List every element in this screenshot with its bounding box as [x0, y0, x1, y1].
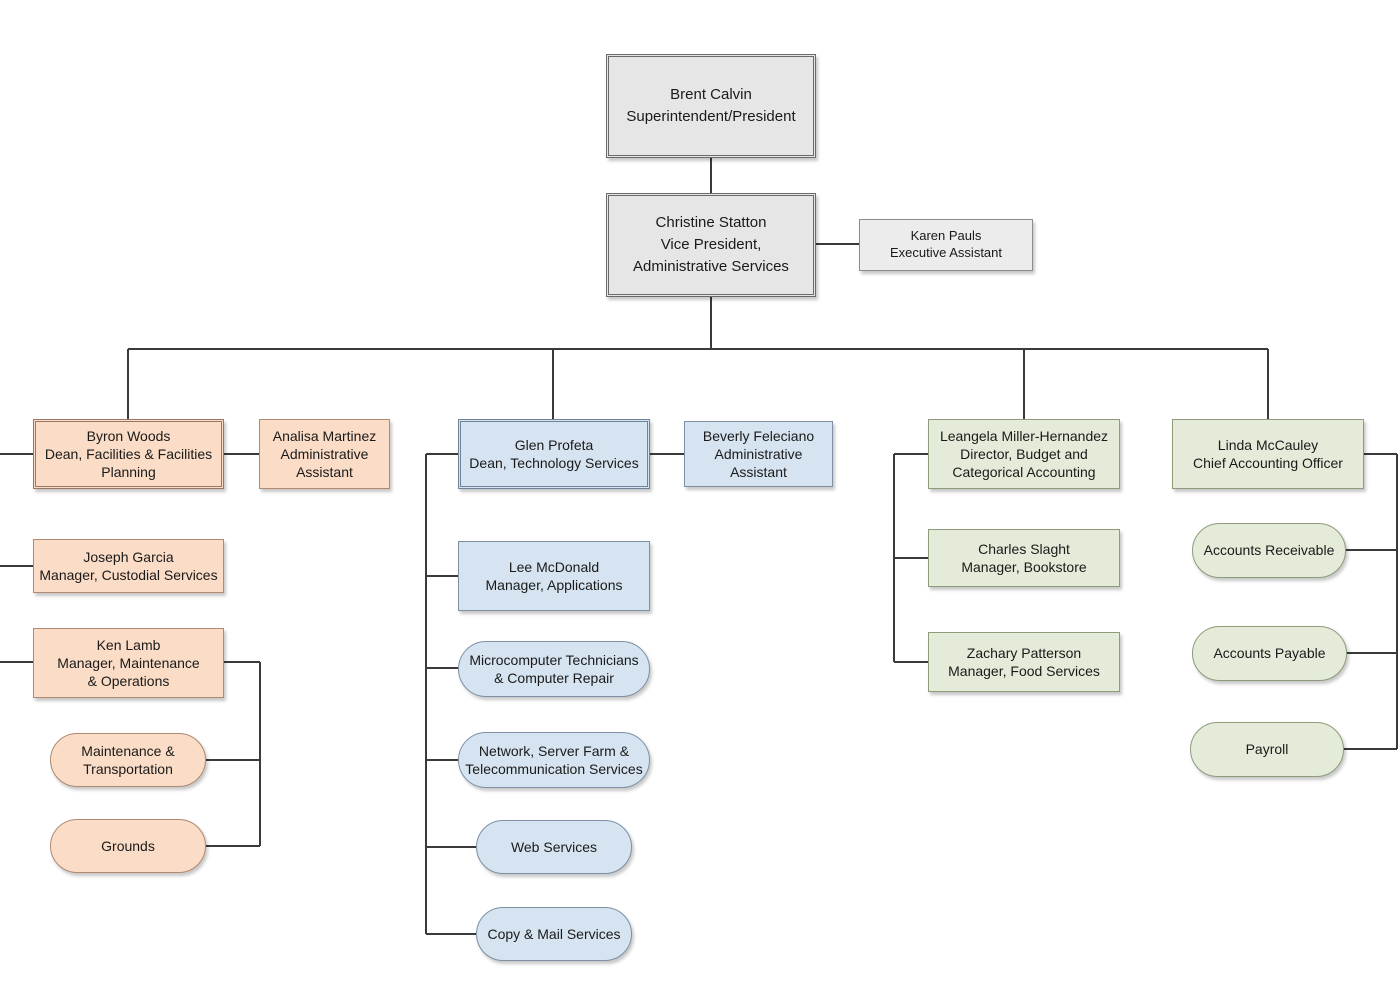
applications-manager-name: Lee McDonald — [508, 558, 600, 575]
maintenance-manager-name: Ken Lamb — [96, 636, 161, 653]
executive-assistant-title: Executive Assistant — [890, 245, 1002, 260]
facilities-dean-title: Dean, Facilities & Facilities — [44, 445, 213, 462]
custodial-manager-name: Joseph Garcia — [83, 548, 174, 565]
web-services-unit: Web Services — [476, 820, 632, 874]
bookstore-manager-name: Charles Slaght — [978, 540, 1070, 557]
facilities-assistant-title: Assistant — [296, 464, 353, 481]
vice-president-title: Administrative Services — [633, 257, 789, 275]
technology-dean-name: Glen Profeta — [514, 436, 594, 453]
executive-assistant-box: Karen Pauls Executive Assistant — [859, 219, 1033, 271]
facilities-assistant-box: Analisa Martinez Administrative Assistan… — [259, 419, 390, 489]
technology-dean-title: Dean, Technology Services — [469, 455, 639, 471]
technology-assistant-name: Beverly Feleciano — [702, 427, 815, 444]
vice-president-name: Christine Statton — [655, 214, 767, 232]
custodial-manager-box: Joseph Garcia Manager, Custodial Service… — [33, 539, 224, 593]
unit-label: Copy & Mail Services — [487, 925, 621, 942]
applications-manager-box: Lee McDonald Manager, Applications — [458, 541, 650, 611]
facilities-dean-title: Planning — [101, 464, 156, 481]
unit-label: Payroll — [1245, 741, 1289, 758]
chief-accounting-officer-name: Linda McCauley — [1217, 436, 1319, 453]
custodial-manager-title: Manager, Custodial Services — [39, 567, 218, 583]
accounts-receivable-unit: Accounts Receivable — [1192, 523, 1346, 578]
copy-mail-services-unit: Copy & Mail Services — [476, 907, 632, 961]
microcomputer-technicians-unit: Microcomputer Technicians & Computer Rep… — [458, 641, 650, 697]
network-services-unit: Network, Server Farm & Telecommunication… — [458, 732, 650, 788]
unit-label: & Computer Repair — [494, 670, 614, 686]
food-services-manager-box: Zachary Patterson Manager, Food Services — [928, 632, 1120, 692]
unit-label: Transportation — [83, 761, 173, 777]
maintenance-manager-title: & Operations — [87, 673, 170, 690]
president-box: Brent Calvin Superintendent/President — [606, 54, 816, 158]
budget-director-title: Director, Budget and — [960, 445, 1088, 462]
unit-label: Network, Server Farm & — [478, 742, 630, 759]
facilities-assistant-title: Administrative — [280, 445, 369, 462]
unit-label: Web Services — [510, 838, 598, 855]
facilities-assistant-name: Analisa Martinez — [272, 427, 377, 444]
unit-label: Grounds — [101, 837, 155, 854]
vice-president-box: Christine Statton Vice President, Admini… — [606, 193, 816, 297]
unit-label: Maintenance & — [81, 742, 175, 759]
unit-label: Microcomputer Technicians — [469, 651, 639, 668]
bookstore-manager-box: Charles Slaght Manager, Bookstore — [928, 529, 1120, 587]
facilities-dean-name: Byron Woods — [86, 427, 171, 444]
maintenance-manager-box: Ken Lamb Manager, Maintenance & Operatio… — [33, 628, 224, 698]
bookstore-manager-title: Manager, Bookstore — [961, 559, 1087, 575]
technology-dean-box: Glen Profeta Dean, Technology Services — [458, 419, 650, 489]
president-title: Superintendent/President — [626, 108, 796, 125]
technology-assistant-box: Beverly Feleciano Administrative Assista… — [684, 421, 833, 487]
payroll-unit: Payroll — [1190, 722, 1344, 777]
budget-director-name: Leangela Miller-Hernandez — [939, 427, 1109, 444]
grounds-unit: Grounds — [50, 819, 206, 873]
maintenance-manager-title: Manager, Maintenance — [57, 654, 200, 671]
vice-president-title: Vice President, — [660, 236, 762, 254]
maintenance-transportation-unit: Maintenance & Transportation — [50, 733, 206, 787]
chief-accounting-officer-box: Linda McCauley Chief Accounting Officer — [1172, 419, 1364, 489]
budget-director-box: Leangela Miller-Hernandez Director, Budg… — [928, 419, 1120, 489]
budget-director-title: Categorical Accounting — [952, 464, 1096, 481]
accounts-payable-unit: Accounts Payable — [1192, 626, 1347, 681]
food-services-manager-name: Zachary Patterson — [966, 644, 1082, 661]
applications-manager-title: Manager, Applications — [485, 577, 623, 593]
technology-assistant-title: Assistant — [730, 464, 787, 481]
unit-label: Telecommunication Services — [465, 761, 643, 777]
facilities-dean-box: Byron Woods Dean, Facilities & Facilitie… — [33, 419, 224, 489]
food-services-manager-title: Manager, Food Services — [948, 663, 1100, 679]
chief-accounting-officer-title: Chief Accounting Officer — [1193, 455, 1343, 471]
unit-label: Accounts Receivable — [1203, 542, 1335, 559]
unit-label: Accounts Payable — [1213, 645, 1326, 662]
president-name: Brent Calvin — [670, 86, 752, 104]
executive-assistant-name: Karen Pauls — [910, 228, 982, 244]
technology-assistant-title: Administrative — [714, 445, 803, 462]
